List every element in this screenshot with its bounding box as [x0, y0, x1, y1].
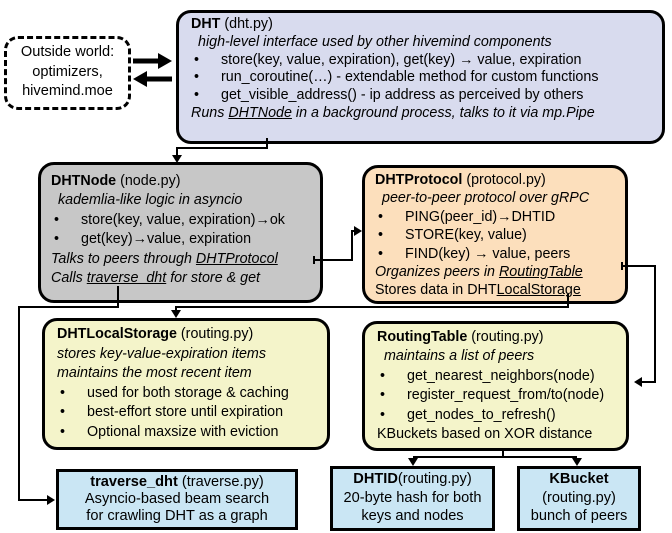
- traverse-dht-box-title: traverse_dht: [90, 474, 178, 490]
- dhtnode-box-footer-protocol: Talks to peers through DHTProtocol: [51, 250, 278, 267]
- arrowhead-into-traversedht: [47, 495, 55, 505]
- dhtnode-bullet-store: •store(key, value, expiration)→ok: [51, 211, 316, 230]
- dhtprotocol-box-title: DHTProtocol: [375, 172, 463, 188]
- dhtlocalstorage-box-title: DHTLocalStorage: [57, 326, 177, 342]
- traverse-dht-box-line: for crawling DHT as a graph: [86, 508, 268, 524]
- traverse-dht-box-line: Asyncio-based beam search: [84, 491, 270, 507]
- dhtlocalstorage-box-subtitle: maintains the most recent item: [57, 365, 252, 382]
- routingtable-box-title: RoutingTable: [377, 329, 468, 345]
- dhtnode-box-title-line: DHTNode (node.py): [51, 172, 316, 191]
- dhtprotocol-bullet-store: •STORE(key, value): [375, 226, 621, 244]
- dht-bullet-get-visible-address: •get_visible_address() - ip address as p…: [191, 87, 654, 105]
- dhtprotocol-box-footer-localstorage: Stores data in DHTLocalStorage: [375, 282, 581, 299]
- bullet-icon: •: [60, 404, 66, 421]
- dht-box-filename: (dht.py): [220, 16, 273, 32]
- traverse-dht-box: traverse_dht (traverse.py) Asyncio-based…: [56, 469, 298, 530]
- arrowhead-into-dhtprotocol: [354, 226, 362, 236]
- arrowhead-into-kbucket: [572, 458, 582, 466]
- kbucket-box-line: bunch of peers: [530, 508, 628, 525]
- bullet-icon: •: [380, 406, 386, 423]
- dhtnode-box-filename: (node.py): [116, 173, 181, 189]
- dht-box-subtitle: high-level interface used by other hivem…: [198, 33, 552, 50]
- outside-world-line: optimizers,: [32, 63, 103, 80]
- bullet-icon: •: [60, 423, 66, 440]
- dhtid-box: DHTID(routing.py) 20-byte hash for both …: [330, 466, 495, 531]
- bullet-icon: •: [60, 384, 66, 401]
- bullet-icon: •: [378, 208, 384, 225]
- dht-box: DHT (dht.py) high-level interface used b…: [176, 10, 665, 144]
- kbucket-box-filename: (routing.py): [542, 489, 616, 506]
- dhtnode-link: DHTNode: [228, 104, 292, 121]
- dhtprotocol-box: DHTProtocol (protocol.py) peer-to-peer p…: [362, 165, 628, 304]
- dhtnode-box-footer-traverse: Calls traverse_dht for store & get: [51, 270, 261, 287]
- dhtlocalstorage-box-filename: (routing.py): [176, 326, 254, 342]
- dhtid-box-title-line: DHTID(routing.py): [333, 470, 492, 489]
- dhtlocalstorage-box: DHTLocalStorage (routing.py) stores key-…: [42, 318, 330, 450]
- bullet-icon: •: [194, 51, 200, 68]
- dhtnode-box-subtitle: kademlia-like logic in asyncio: [58, 192, 243, 209]
- dhtlocalstorage-bullet-usage: •used for both storage & caching: [57, 384, 323, 404]
- outside-world-box: Outside world: optimizers, hivemind.moe: [4, 36, 131, 110]
- bullet-icon: •: [378, 245, 384, 262]
- dht-bullet-run-coroutine: •run_coroutine(…) - extendable method fo…: [191, 69, 654, 87]
- routingtable-bullet-neighbors: •get_nearest_neighbors(node): [377, 367, 622, 386]
- arrowhead-into-dhtlocalstorage: [171, 310, 181, 318]
- dhtid-box-line: keys and nodes: [361, 508, 464, 525]
- dhtlocalstorage-bullet-maxsize: •Optional maxsize with eviction: [57, 423, 323, 443]
- bullet-icon: •: [194, 69, 200, 86]
- arrowhead-dht-to-outside: [133, 71, 147, 87]
- dhtnode-box-title: DHTNode: [51, 173, 117, 189]
- traverse-dht-box-filename: (traverse.py): [177, 474, 264, 490]
- bullet-icon: •: [378, 227, 384, 244]
- dhtprotocol-box-subtitle: peer-to-peer protocol over gRPC: [382, 190, 590, 207]
- dhtprotocol-bullet-find: •FIND(key) → value, peers: [375, 245, 621, 263]
- routingtable-box-footer: KBuckets based on XOR distance: [377, 426, 593, 443]
- dhtprotocol-box-title-line: DHTProtocol (protocol.py): [375, 171, 621, 189]
- dhtprotocol-box-filename: (protocol.py): [462, 172, 546, 188]
- routingtable-box-filename: (routing.py): [467, 329, 544, 345]
- dhtlocalstorage-bullet-besteffort: •best-effort store until expiration: [57, 403, 323, 423]
- arrowhead-into-routingtable: [634, 377, 642, 387]
- outside-world-line: Outside world:: [20, 44, 115, 60]
- dht-box-title-line: DHT (dht.py): [191, 16, 654, 34]
- bullet-icon: •: [54, 211, 60, 228]
- dht-box-footer: Runs DHTNode in a background process, ta…: [191, 104, 595, 121]
- kbucket-box: KBucket (routing.py) bunch of peers: [517, 466, 641, 531]
- routingtable-box-subtitle: maintains a list of peers: [384, 348, 535, 365]
- bullet-icon: •: [194, 87, 200, 104]
- dhtid-box-line: 20-byte hash for both: [343, 489, 482, 506]
- dht-box-title: DHT: [191, 16, 221, 32]
- dhtid-box-title: DHTID: [353, 471, 398, 487]
- routingtable-box-title-line: RoutingTable (routing.py): [377, 328, 622, 347]
- routingtable-link: RoutingTable: [498, 264, 583, 281]
- traverse-dht-box-title-line: traverse_dht (traverse.py): [59, 474, 295, 491]
- routingtable-bullet-register: •register_request_from/to(node): [377, 386, 622, 405]
- arrowhead-outside-to-dht: [158, 53, 172, 69]
- connector-routingtable-split: [413, 451, 577, 458]
- dhtid-box-filename: (routing.py): [397, 471, 472, 487]
- dhtlocalstorage-box-title-line: DHTLocalStorage (routing.py): [57, 325, 323, 345]
- routingtable-box: RoutingTable (routing.py) maintains a li…: [362, 321, 629, 451]
- dhtlocalstorage-link: LocalStorage: [496, 282, 581, 299]
- traverse-dht-link: traverse_dht: [86, 270, 167, 287]
- arrowhead-into-dhtid: [408, 458, 418, 466]
- dht-bullet-store: •store(key, value, expiration), get(key)…: [191, 52, 654, 70]
- routingtable-bullet-refresh: •get_nodes_to_refresh(): [377, 406, 622, 425]
- bullet-icon: •: [380, 387, 386, 404]
- dhtprotocol-bullet-ping: •PING(peer_id)→DHTID: [375, 208, 621, 226]
- bullet-icon: •: [54, 231, 60, 248]
- outside-world-line: hivemind.moe: [22, 83, 113, 99]
- dhtprotocol-box-footer-routingtable: Organizes peers in RoutingTable: [375, 264, 583, 281]
- dhtnode-bullet-get: •get(key)→value, expiration: [51, 230, 316, 249]
- dhtnode-box: DHTNode (node.py) kademlia-like logic in…: [38, 162, 323, 303]
- dhtlocalstorage-box-subtitle: stores key-value-expiration items: [57, 345, 266, 362]
- dhtprotocol-link: DHTProtocol: [195, 250, 278, 267]
- kbucket-box-title: KBucket: [549, 471, 609, 487]
- bullet-icon: •: [380, 367, 386, 384]
